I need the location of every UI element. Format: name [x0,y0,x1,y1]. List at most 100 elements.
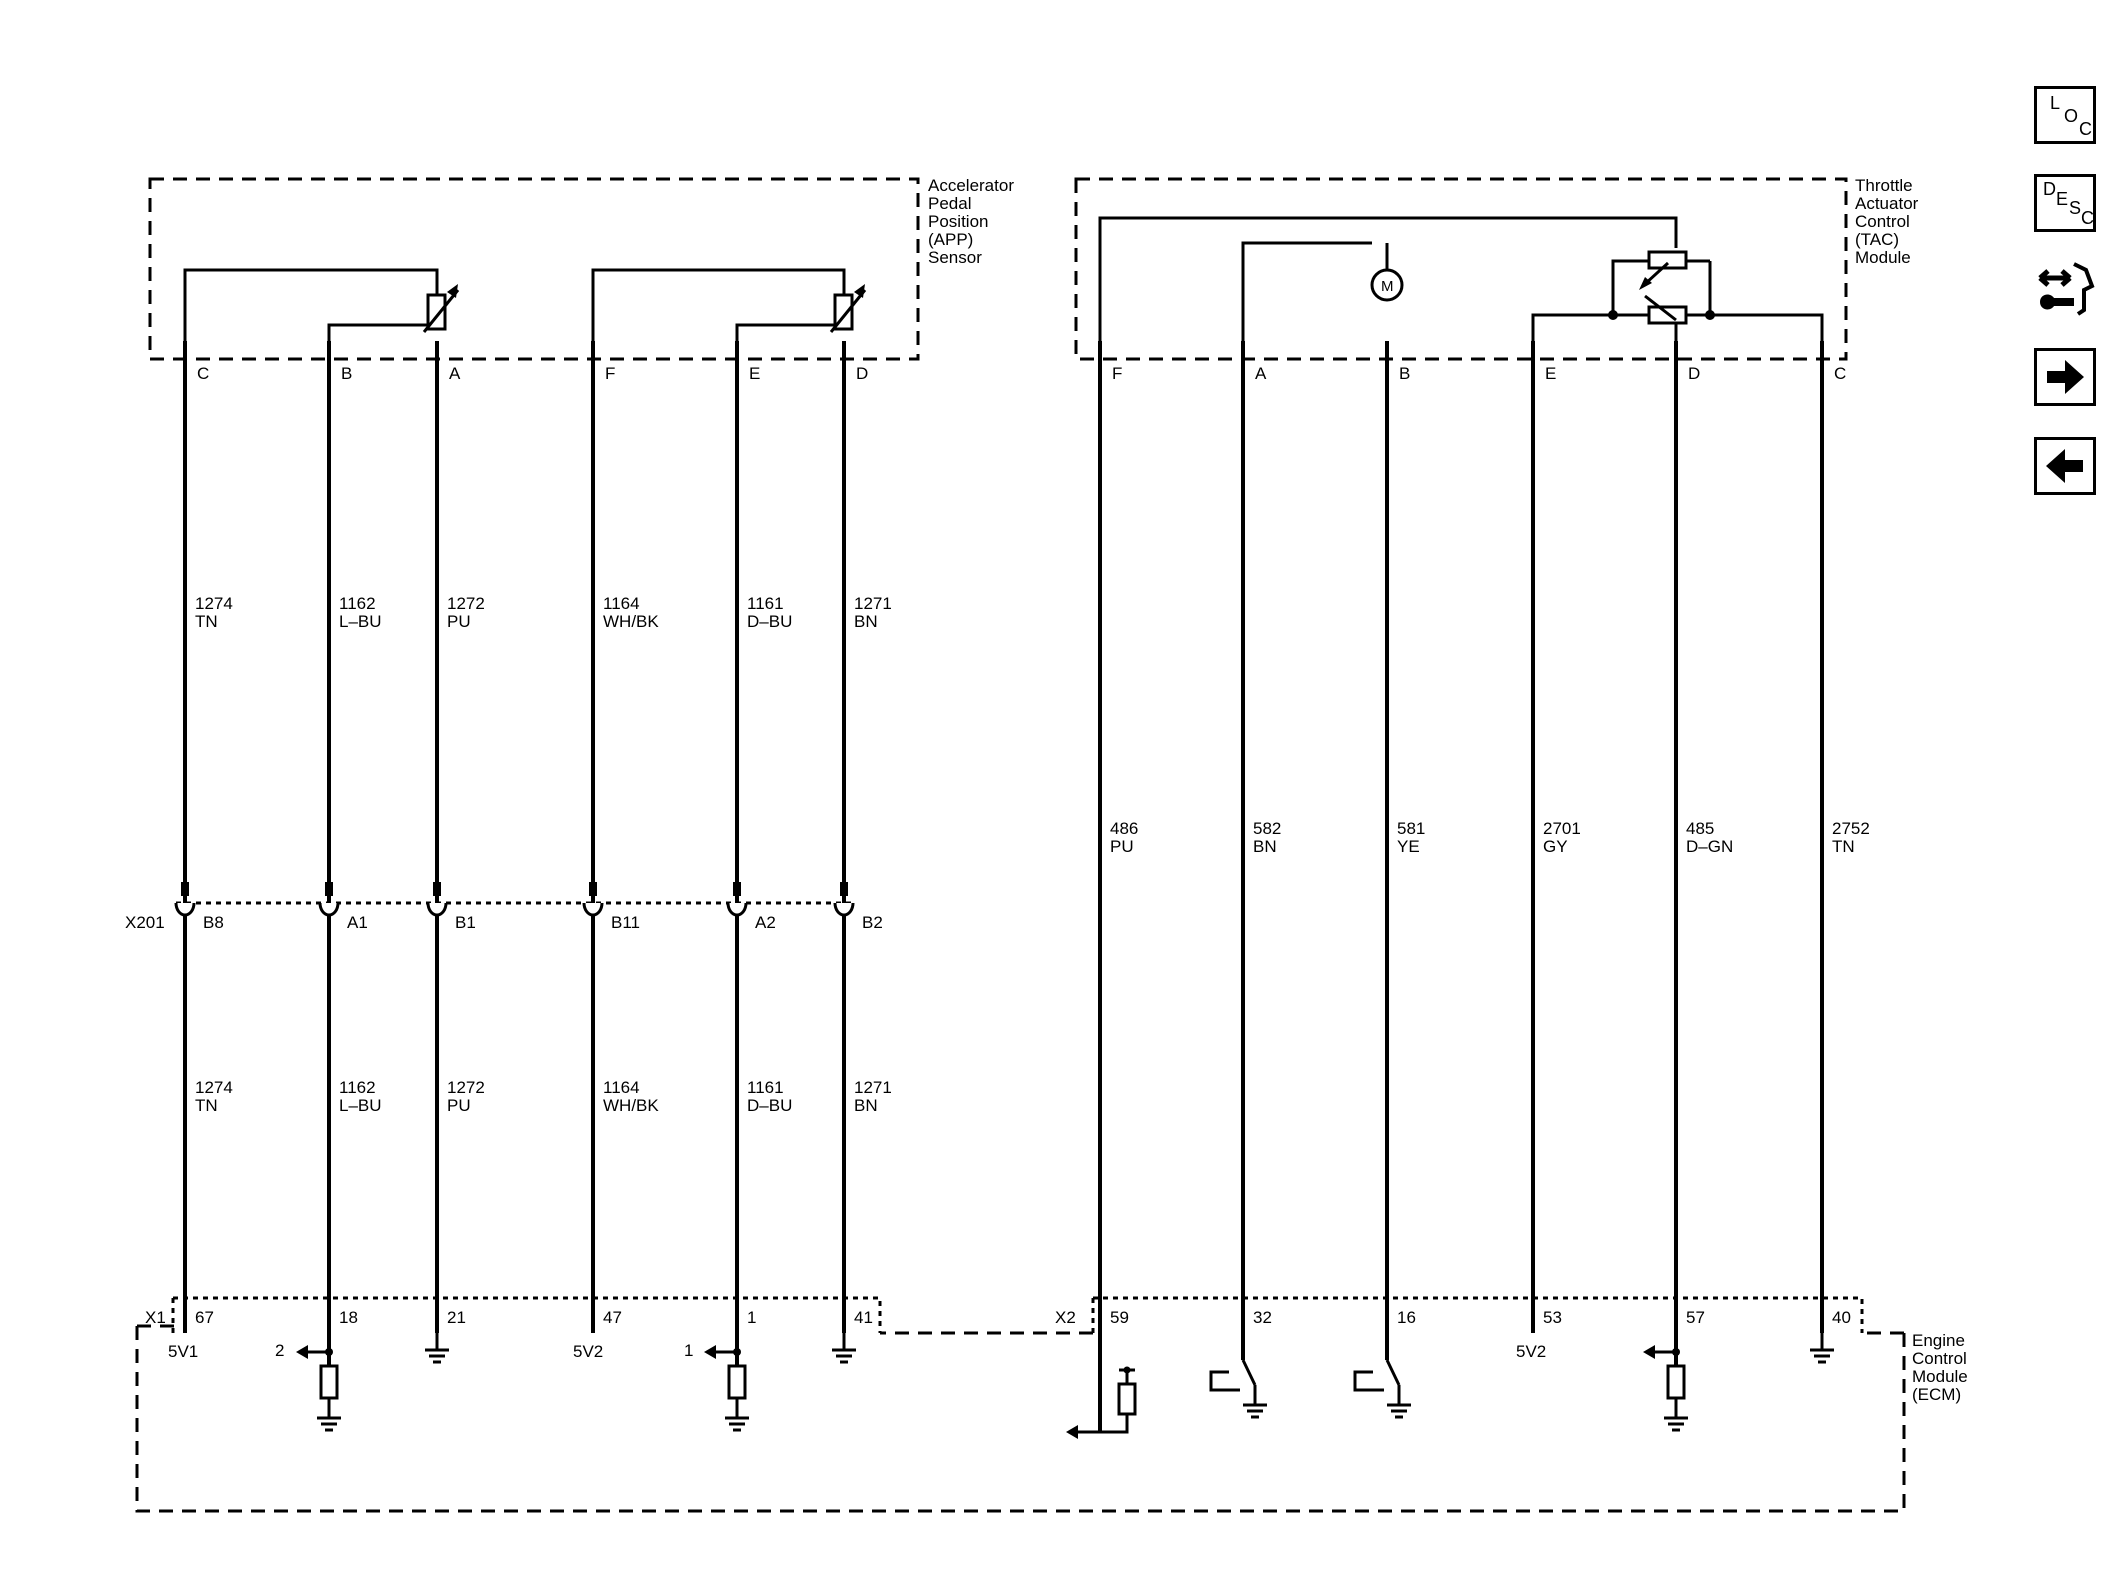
wire-color: PU [447,612,471,631]
desc-letter-s: S [2069,198,2082,218]
tac-sensor-resistor-1 [1647,250,1688,270]
next-page-button[interactable] [2034,348,2096,406]
x1-label: X1 [145,1308,166,1327]
ecm-pin-number: 57 [1686,1308,1705,1327]
pin-label: D [856,364,868,383]
circuit-number: 1274 [195,1078,233,1097]
pin-label: B [341,364,352,383]
pin-label: A [1255,364,1267,383]
pin-label: F [1112,364,1122,383]
x201-cavity: A1 [347,913,368,932]
wire-color: BN [854,1096,878,1115]
loc-button[interactable]: L O C [2034,86,2096,144]
wire-color: TN [1832,837,1855,856]
pin-label: D [1688,364,1700,383]
connector-view-button[interactable] [2034,256,2100,322]
wire-color: D–BU [747,1096,792,1115]
x201-cavity: B2 [862,913,883,932]
pin-label: F [605,364,615,383]
pin-label: E [1545,364,1556,383]
wire-color: D–GN [1686,837,1733,856]
circuit-number: 1272 [447,1078,485,1097]
pulldown-resistor-57 [1664,1352,1688,1432]
ecm-circuit-label: 5V1 [168,1342,198,1361]
wire-color: L–BU [339,612,382,631]
circuit-number: 485 [1686,819,1714,838]
ecm-pin-number: 59 [1110,1308,1129,1327]
app-sensor-box [148,177,920,361]
x201-terminal-a1 [318,902,340,917]
circuit-number: 581 [1397,819,1425,838]
wire-color: L–BU [339,1096,382,1115]
wire-color: GY [1543,837,1568,856]
motor-driver-switch-32 [1209,1359,1267,1419]
wire-color: WH/BK [603,1096,659,1115]
ecm-pin-number: 67 [195,1308,214,1327]
x201-terminal-b11 [582,902,604,917]
ecm-pin-number: 21 [447,1308,466,1327]
ecm-circuit-label: 2 [275,1341,284,1360]
desc-button[interactable]: D E S C [2034,174,2096,232]
ecm-pin-number: 32 [1253,1308,1272,1327]
wire-color: TN [195,612,218,631]
circuit-number: 1164 [603,594,640,613]
x201-terminal-b1 [426,902,448,917]
pin-label: C [197,364,209,383]
pin-label: B [1399,364,1410,383]
motor-driver-switch-16 [1353,1359,1411,1419]
x201-cavity: B8 [203,913,224,932]
x1-connector-bracket [171,1296,882,1333]
x201-terminal-a2 [726,902,748,917]
x201-label: X201 [125,913,165,932]
circuit-number: 1274 [195,594,233,613]
connector-view-icon [2038,262,2095,316]
ecm-circuit-label: 5V2 [1516,1342,1546,1361]
ecm-pin-number: 40 [1832,1308,1851,1327]
circuit-number: 1162 [339,1078,376,1097]
x201-cavity: A2 [755,913,776,932]
x2-connector-bracket [1091,1296,1864,1333]
loc-letter-c: C [2079,119,2092,139]
wire-color: D–BU [747,612,792,631]
ecm-circuit-label: 5V2 [573,1342,603,1361]
wire-color: BN [854,612,878,631]
circuit-number: 1272 [447,594,485,613]
wire-color: PU [447,1096,471,1115]
x201-cavity: B11 [611,913,640,932]
x201-cavity: B1 [455,913,476,932]
wire-color: PU [1110,837,1134,856]
circuit-number: 1161 [747,594,784,613]
ecm-pin-number: 53 [1543,1308,1562,1327]
desc-letter-d: D [2043,179,2056,199]
next-arrow-icon [2047,360,2084,394]
back-page-button[interactable] [2034,437,2096,495]
pullup-resistor-59 [1100,1368,1137,1434]
pulldown-resistor-1 [725,1352,749,1432]
ecm-pin-number: 16 [1397,1308,1416,1327]
wire-color: YE [1397,837,1420,856]
pulldown-resistor-18 [317,1352,341,1432]
ground-symbol-41 [832,1333,856,1364]
wire-color: TN [195,1096,218,1115]
x201-terminal-b2 [833,902,855,917]
circuit-number: 486 [1110,819,1138,838]
circuit-number: 1162 [339,594,376,613]
circuit-number: 1164 [603,1078,640,1097]
loc-letter-o: O [2064,106,2079,126]
circuit-number: 2752 [1832,819,1870,838]
pin-label: E [749,364,760,383]
circuit-number: 582 [1253,819,1281,838]
ecm-circuit-label: 1 [684,1341,693,1360]
desc-letter-e: E [2056,189,2069,209]
tac-module-box [1074,177,1848,361]
ecm-pin-number: 47 [603,1308,622,1327]
ground-symbol-21 [425,1333,449,1364]
back-arrow-icon [2046,449,2083,483]
desc-letter-c2: C [2081,208,2094,228]
ecm-pin-number: 41 [854,1308,873,1327]
motor-label: M [1381,278,1394,295]
ecm-pin-number: 18 [339,1308,358,1327]
